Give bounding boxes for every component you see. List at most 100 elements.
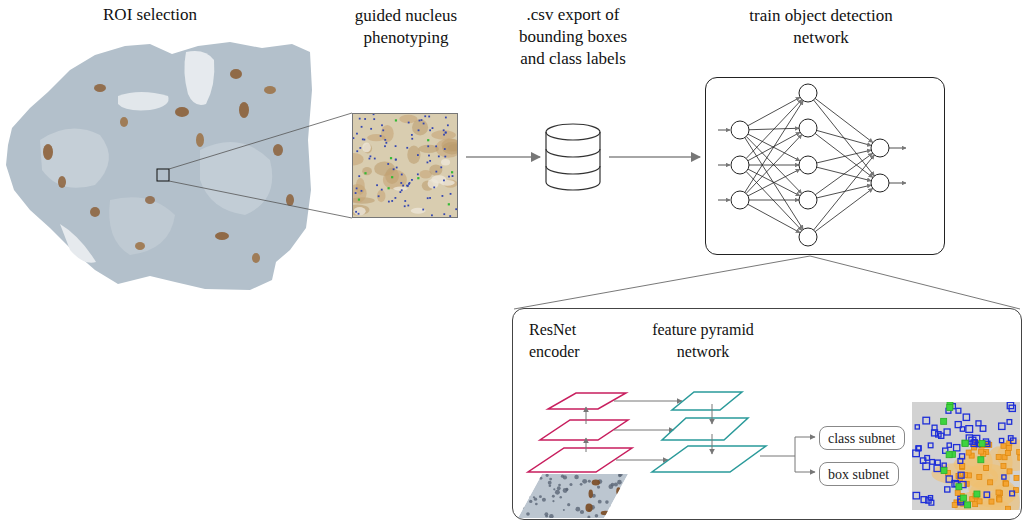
detection-box (955, 422, 961, 428)
stain-spot (43, 144, 53, 160)
nucleus-mark (373, 118, 375, 120)
tissue-blob (356, 178, 365, 195)
tissue-blob (352, 153, 364, 165)
cylinder-body (546, 124, 600, 190)
nucleus-dot (558, 484, 561, 487)
nucleus-dot (621, 507, 625, 511)
neuron (799, 191, 817, 209)
network-icon (718, 84, 906, 246)
nucleus-mark (429, 160, 431, 162)
nucleus-mark (361, 190, 363, 192)
synapse-line (814, 100, 875, 176)
nucleus-mark (406, 185, 408, 187)
flow-arrow (586, 407, 587, 424)
nucleus-mark (391, 200, 393, 202)
nucleus-mark (363, 139, 365, 141)
stain-spot (585, 504, 592, 512)
detection-box (928, 443, 933, 448)
nucleus-mark (401, 189, 403, 191)
detection-box (1009, 405, 1015, 411)
nucleus-dot (621, 492, 625, 496)
detection-box (915, 425, 919, 429)
nucleus-mark (374, 158, 376, 160)
zoom-line (169, 113, 352, 169)
nucleus-mark (393, 168, 395, 170)
pyramid-layer (672, 392, 742, 410)
nucleus-mark (424, 115, 426, 117)
nucleus-dot (615, 513, 619, 517)
step-heading: ROI selection (60, 4, 240, 26)
nucleus-mark (370, 155, 372, 157)
nucleus-dot (623, 501, 625, 503)
detection-box (978, 457, 984, 463)
pyramid-layer (662, 418, 748, 440)
nucleus-mark (355, 211, 357, 213)
stain-spot (589, 489, 593, 498)
detection-box (920, 458, 925, 463)
tissue-blob (362, 167, 372, 175)
neuron (731, 156, 749, 174)
detail-box: ResNet encoderfeature pyramid networkcla… (512, 308, 1022, 520)
nucleus-dot (563, 488, 568, 493)
roi-patch: guided nucleus phenotyping (352, 113, 458, 218)
detection-box (958, 472, 964, 478)
detection-box (1007, 469, 1012, 474)
nucleus-mark (395, 119, 397, 121)
nucleus-dot (529, 500, 532, 503)
nucleus-dot (552, 495, 555, 498)
neuron (731, 191, 749, 209)
nucleus-dot (548, 481, 552, 485)
detection-box (945, 487, 950, 492)
nucleus-mark (408, 122, 410, 124)
nucleus-mark (442, 195, 444, 197)
nucleus-mark (376, 184, 378, 186)
nucleus-dot (587, 515, 590, 518)
input-arrow (718, 165, 730, 166)
detection-box (963, 414, 969, 420)
nucleus-mark (447, 124, 449, 126)
component-label: feature pyramid network (641, 319, 765, 363)
detection-box (960, 464, 965, 469)
nucleus-dot (520, 505, 524, 509)
detection-box (996, 454, 1001, 459)
nucleus-dot (595, 514, 599, 518)
detection-box (1014, 475, 1019, 480)
nucleus-dot (622, 490, 625, 493)
nucleus-mark (411, 134, 413, 136)
tissue-region (40, 129, 109, 188)
detection-box (965, 502, 971, 508)
detection-box (966, 426, 973, 433)
flow-arrow (712, 404, 713, 424)
nucleus-dot (580, 483, 583, 486)
synapse-line (746, 100, 802, 159)
component-label: ResNet encoder (529, 319, 607, 363)
nucleus-mark (421, 119, 423, 121)
nucleus-dot (544, 512, 548, 516)
nucleus-mark (428, 155, 430, 157)
zoom-line (810, 256, 1020, 309)
stain-spot (120, 117, 128, 127)
nucleus-dot (610, 505, 615, 510)
nucleus-dot (527, 495, 530, 498)
stain-spot (616, 487, 621, 495)
tissue-region (200, 142, 272, 215)
stain-spot (196, 133, 204, 147)
tissue-blob (412, 119, 428, 135)
step-heading: guided nucleus phenotyping (346, 5, 466, 49)
detection-box (941, 468, 947, 474)
detection-box (955, 491, 960, 496)
nucleus-mark (450, 193, 452, 195)
detection-box (1008, 436, 1013, 441)
input-arrow (718, 130, 730, 131)
synapse-line (749, 200, 799, 201)
nucleus-mark (355, 192, 357, 194)
nucleus-dot (535, 503, 538, 506)
nucleus-mark (391, 176, 393, 178)
nucleus-mark (361, 126, 363, 128)
detection-box (1005, 450, 1010, 455)
nucleus-mark (380, 135, 382, 137)
input-arrow (718, 200, 730, 201)
nucleus-dot (618, 472, 622, 476)
synapse-line (815, 188, 873, 231)
lateral-arrow (614, 430, 674, 431)
